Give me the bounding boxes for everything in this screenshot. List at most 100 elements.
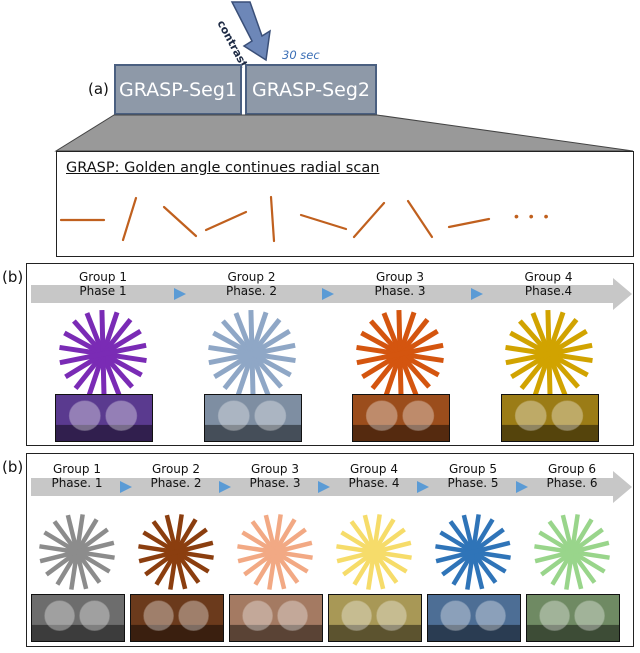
phase-name: Phase. 2 [136, 476, 216, 490]
kspace-star-5 [433, 512, 513, 592]
kspace-star-3 [354, 308, 446, 400]
mri-image-1-breast-1 [45, 601, 74, 630]
phase-marker-triangle [174, 288, 186, 300]
phase-marker-triangle [120, 481, 132, 493]
phase-marker-3 [469, 286, 485, 302]
mri-image-5-shadow [428, 625, 520, 641]
mri-image-3-breast-2 [403, 401, 434, 430]
phase-marker-triangle [516, 481, 528, 493]
mri-image-2 [130, 594, 224, 642]
mri-image-2-shadow [205, 425, 301, 441]
kspace-star-3 [235, 512, 315, 592]
mri-image-4 [328, 594, 422, 642]
phase-marker-triangle [318, 481, 330, 493]
phase-marker-3 [316, 479, 332, 495]
radial-spoke-8 [408, 201, 432, 237]
phase-marker-triangle [322, 288, 334, 300]
mri-image-3 [352, 394, 450, 442]
phase-name: Phase. 5 [433, 476, 513, 490]
mri-image-2-breast-1 [218, 401, 249, 430]
mri-image-4-breast-1 [515, 401, 546, 430]
phase-marker-1 [172, 286, 188, 302]
mri-image-4-shadow [329, 625, 421, 641]
radial-spoke-3 [164, 207, 196, 236]
phase-name: Phase. 3 [360, 284, 440, 298]
group-label-4: Group 4Phase. 4 [334, 462, 414, 490]
radial-spoke-4 [206, 212, 246, 230]
mri-image-1-breast-2 [80, 601, 109, 630]
phase-marker-2 [320, 286, 336, 302]
group-name: Group 3 [235, 462, 315, 476]
mri-image-1-breast-2 [106, 401, 137, 430]
mri-image-5-breast-2 [476, 601, 505, 630]
mri-image-4-breast-2 [377, 601, 406, 630]
phase-name: Phase.4 [509, 284, 589, 298]
group-name: Group 6 [532, 462, 612, 476]
phase-name: Phase. 6 [532, 476, 612, 490]
phase-marker-1 [118, 479, 134, 495]
mri-image-2-shadow [131, 625, 223, 641]
group-name: Group 5 [433, 462, 513, 476]
mri-image-1 [55, 394, 153, 442]
phase-marker-2 [217, 479, 233, 495]
panel-b2-label: (b) [2, 458, 23, 476]
kspace-star-6 [532, 512, 612, 592]
mri-image-3-shadow [353, 425, 449, 441]
mri-image-2-breast-2 [179, 601, 208, 630]
mri-image-2-breast-1 [144, 601, 173, 630]
phase-name: Phase. 2 [212, 284, 292, 298]
group-name: Group 1 [37, 462, 117, 476]
mri-image-6-shadow [527, 625, 619, 641]
kspace-star-4 [334, 512, 414, 592]
mri-image-3 [229, 594, 323, 642]
mri-image-3-breast-1 [243, 601, 272, 630]
ellipsis: • • • [514, 208, 551, 224]
kspace-star-4 [503, 308, 595, 400]
phase-name: Phase. 3 [235, 476, 315, 490]
kspace-star-2 [136, 512, 216, 592]
phase-name: Phase 1 [63, 284, 143, 298]
mri-image-1-shadow [56, 425, 152, 441]
mri-image-1 [31, 594, 125, 642]
group-name: Group 3 [360, 270, 440, 284]
mri-image-6-breast-2 [575, 601, 604, 630]
phase-name: Phase. 4 [334, 476, 414, 490]
radial-spoke-6 [301, 215, 346, 229]
mri-image-4-breast-1 [342, 601, 371, 630]
mri-image-3-breast-1 [366, 401, 397, 430]
zoom-connector [0, 0, 640, 160]
phase-marker-5 [514, 479, 530, 495]
mri-image-3-shadow [230, 625, 322, 641]
panel-b1-label: (b) [2, 268, 23, 286]
mri-image-6-breast-1 [540, 601, 569, 630]
mri-image-4-breast-2 [551, 401, 582, 430]
kspace-star-1 [37, 512, 117, 592]
radial-spoke-7 [354, 203, 384, 237]
kspace-star-2 [206, 308, 298, 400]
phase-marker-4 [415, 479, 431, 495]
phase-marker-triangle [471, 288, 483, 300]
mri-image-2-breast-2 [254, 401, 285, 430]
golden-angle-spokes [56, 151, 634, 257]
mri-image-6 [526, 594, 620, 642]
radial-spoke-5 [271, 197, 274, 241]
phase-name: Phase. 1 [37, 476, 117, 490]
mri-image-1-breast-1 [69, 401, 100, 430]
radial-spoke-2 [123, 198, 136, 240]
mri-image-5-breast-1 [441, 601, 470, 630]
mri-image-1-shadow [32, 625, 124, 641]
radial-spoke-9 [449, 219, 489, 227]
mri-image-5 [427, 594, 521, 642]
group-name: Group 2 [136, 462, 216, 476]
mri-image-4-shadow [502, 425, 598, 441]
group-name: Group 2 [212, 270, 292, 284]
group-name: Group 1 [63, 270, 143, 284]
